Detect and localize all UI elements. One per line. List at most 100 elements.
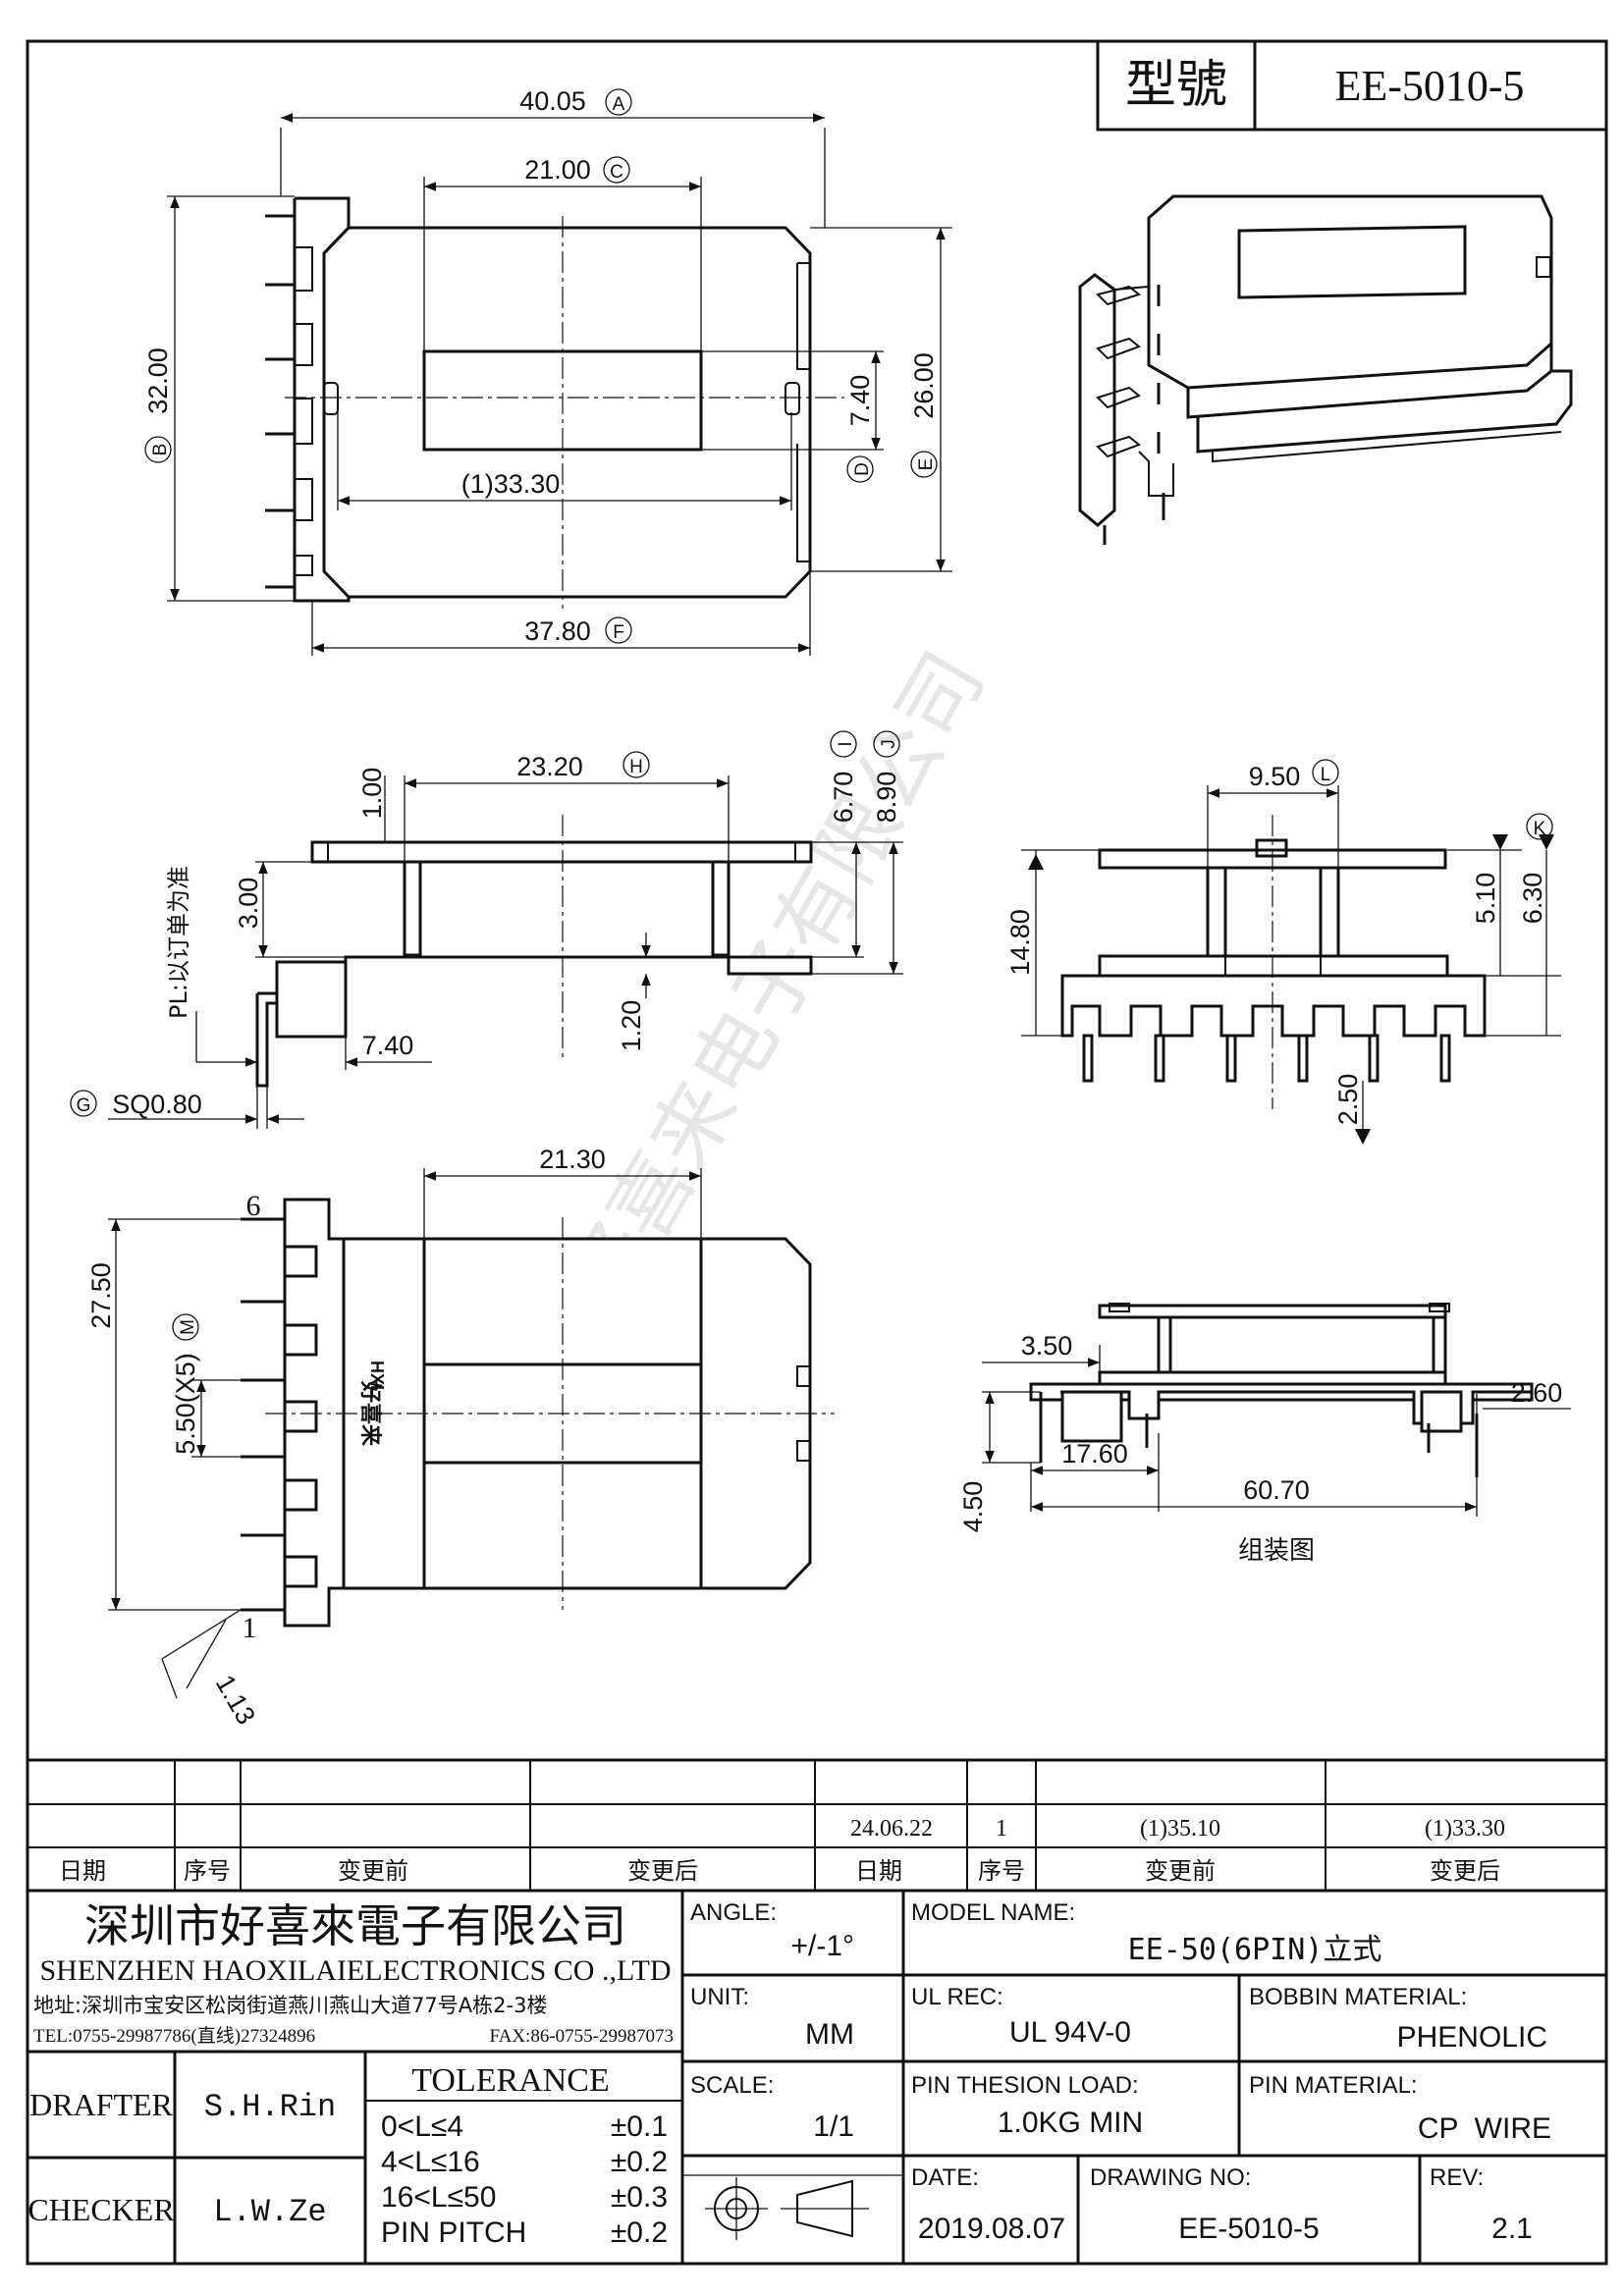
- part-number-label: 型號: [1125, 56, 1227, 115]
- rev-date: 24.06.22: [850, 1816, 933, 1842]
- side-dim-width-mark: L: [1321, 765, 1331, 785]
- front-dim-length: 23.20: [516, 752, 583, 781]
- drafter-label: DRAFTER: [29, 2087, 173, 2122]
- assembly-dim-c: 17.60: [1061, 1439, 1128, 1468]
- bottom-dim-span: 27.50: [86, 1262, 116, 1329]
- tolerance-title: TOLERANCE: [411, 2062, 609, 2099]
- side-dim-flange-dia: 14.80: [1005, 909, 1035, 976]
- tol-value-3: ±0.3: [611, 2181, 668, 2214]
- front-dim-h1: 6.70: [829, 772, 858, 824]
- bottom-dim-pitch-mark: M: [178, 1319, 198, 1335]
- ul-rec-value: UL 94V-0: [1009, 2016, 1131, 2049]
- assembly-caption: 组装图: [1238, 1536, 1315, 1566]
- tol-range-1: 0<L≤4: [381, 2110, 463, 2143]
- tol-range-2: 4<L≤16: [381, 2146, 480, 2178]
- projection-symbol: [682, 2174, 903, 2240]
- dim-window: 21.00: [524, 155, 591, 185]
- front-view: 23.20 H 1.00 6.70 I 8.90 J 3.00: [70, 730, 903, 1129]
- rev-seq: 1: [996, 1816, 1007, 1842]
- rev-header-after-left: 变更后: [627, 1858, 698, 1885]
- dim-height: 32.00: [143, 347, 173, 414]
- assembly-dim-d: 60.70: [1243, 1475, 1310, 1505]
- company-fax: FAX:86-0755-29987073: [489, 2026, 674, 2047]
- dim-core: 7.40: [845, 375, 875, 427]
- drawing-no-label: DRAWING NO:: [1090, 2164, 1251, 2191]
- bottom-marking: 好喜来: [357, 1380, 383, 1447]
- front-dim-h2-mark: J: [879, 739, 899, 749]
- side-dim-b-mark: K: [1534, 819, 1546, 839]
- pin-1-label: 1: [243, 1612, 257, 1644]
- pin-6-label: 6: [246, 1190, 261, 1222]
- bottom-view: 好喜来 HXL 21.30 27.50 5.50(X5) M 6 1: [86, 1145, 835, 1730]
- checker-label: CHECKER: [27, 2192, 175, 2227]
- pin-material-label: PIN MATERIAL:: [1249, 2072, 1418, 2099]
- front-pin-size-mark: G: [77, 1095, 91, 1116]
- dim-window-mark: C: [610, 162, 623, 183]
- company-address: 地址:深圳市宝安区松岗街道燕川燕山大道77号A栋2-3楼: [33, 1994, 547, 2017]
- front-dim-top: 1.00: [357, 768, 387, 820]
- side-dim-width: 9.50: [1249, 762, 1301, 791]
- dim-core-mark: D: [852, 462, 873, 476]
- pin-load-value: 1.0KG MIN: [998, 2107, 1143, 2139]
- tol-value-4: ±0.2: [611, 2216, 668, 2249]
- assembly-dim-a: 3.50: [1021, 1331, 1073, 1361]
- front-dim-pin-offset: 7.40: [362, 1031, 414, 1060]
- bobbin-material-label: BOBBIN MATERIAL:: [1249, 1984, 1467, 2010]
- date-label: DATE:: [911, 2164, 979, 2191]
- bottom-dim-pitch: 5.50(X5): [171, 1353, 200, 1455]
- rev-header-seq-right: 序号: [978, 1858, 1025, 1885]
- ul-rec-label: UL REC:: [911, 1984, 1003, 2010]
- pin-load-label: PIN THESION LOAD:: [911, 2072, 1139, 2099]
- bobbin-material-value: PHENOLIC: [1397, 2021, 1547, 2054]
- date-value: 2019.08.07: [918, 2213, 1065, 2245]
- dim-flange-mark: E: [916, 458, 937, 471]
- pin-material-value: CP WIRE: [1418, 2112, 1551, 2145]
- company-name-en: SHENZHEN HAOXILAIELECTRONICS CO .,LTD: [39, 1954, 671, 1987]
- rev-value: 2.1: [1491, 2213, 1533, 2245]
- dim-flange: 26.00: [909, 352, 939, 419]
- company-name-cn: 深圳市好喜來電子有限公司: [84, 1899, 626, 1952]
- company-tel: TEL:0755-29987786(直线)27324896: [33, 2025, 315, 2047]
- bottom-marking-side: HXL: [367, 1361, 387, 1396]
- side-view: 9.50 L 14.80 5.10 6.30 K 2.50: [1005, 759, 1561, 1145]
- tol-value-2: ±0.2: [611, 2146, 668, 2178]
- front-note: PL:以订单为准: [165, 866, 192, 1019]
- front-dim-h2: 8.90: [872, 772, 901, 824]
- unit-label: UNIT:: [690, 1984, 749, 2010]
- drafter-value: S.H.Rin: [204, 2089, 336, 2125]
- front-dim-wall: 1.20: [617, 1000, 646, 1052]
- bottom-dim-chamfer: 1.13: [210, 1670, 261, 1730]
- title-block: 深圳市好喜來電子有限公司 SHENZHEN HAOXILAIELECTRONIC…: [26, 1889, 1608, 2266]
- model-name-label: MODEL NAME:: [911, 1899, 1075, 1926]
- side-dim-b: 6.30: [1518, 873, 1547, 925]
- rev-header-seq-left: 序号: [184, 1858, 231, 1885]
- rev-label: REV:: [1430, 2164, 1484, 2191]
- rev-header-date-left: 日期: [59, 1858, 106, 1885]
- scale-value: 1/1: [813, 2110, 854, 2143]
- drawing-no-value: EE-5010-5: [1178, 2213, 1319, 2245]
- dim-overall-width: 40.05: [519, 86, 586, 116]
- unit-value: MM: [805, 2018, 854, 2051]
- part-number-value: EE-5010-5: [1334, 62, 1524, 110]
- revision-table: 24.06.22 1 (1)35.10 (1)33.30 日期 序号 变更前 变…: [26, 1758, 1608, 1893]
- tol-range-4: PIN PITCH: [381, 2216, 526, 2249]
- angle-label: ANGLE:: [690, 1899, 777, 1926]
- rev-header-date-right: 日期: [855, 1858, 902, 1885]
- rev-header-before-right: 变更前: [1145, 1858, 1216, 1885]
- scale-label: SCALE:: [690, 2072, 774, 2099]
- front-dim-flange-t: 3.00: [234, 878, 263, 930]
- dim-base: 37.80: [524, 616, 591, 646]
- rev-before: (1)35.10: [1140, 1816, 1220, 1842]
- dim-overall-width-mark: A: [613, 94, 625, 115]
- assembly-dim-e: 4.50: [958, 1481, 988, 1533]
- bottom-dim-width: 21.30: [539, 1145, 606, 1174]
- checker-value: L.W.Ze: [213, 2194, 326, 2230]
- dim-base-mark: F: [613, 622, 624, 643]
- tol-range-3: 16<L≤50: [381, 2181, 496, 2214]
- front-pin-size: SQ0.80: [112, 1090, 202, 1119]
- dim-slot: (1)33.30: [461, 469, 561, 499]
- front-dim-h1-mark: I: [836, 741, 856, 746]
- angle-value: +/-1°: [790, 1930, 854, 1962]
- assembly-dim-b: 2.60: [1511, 1378, 1563, 1408]
